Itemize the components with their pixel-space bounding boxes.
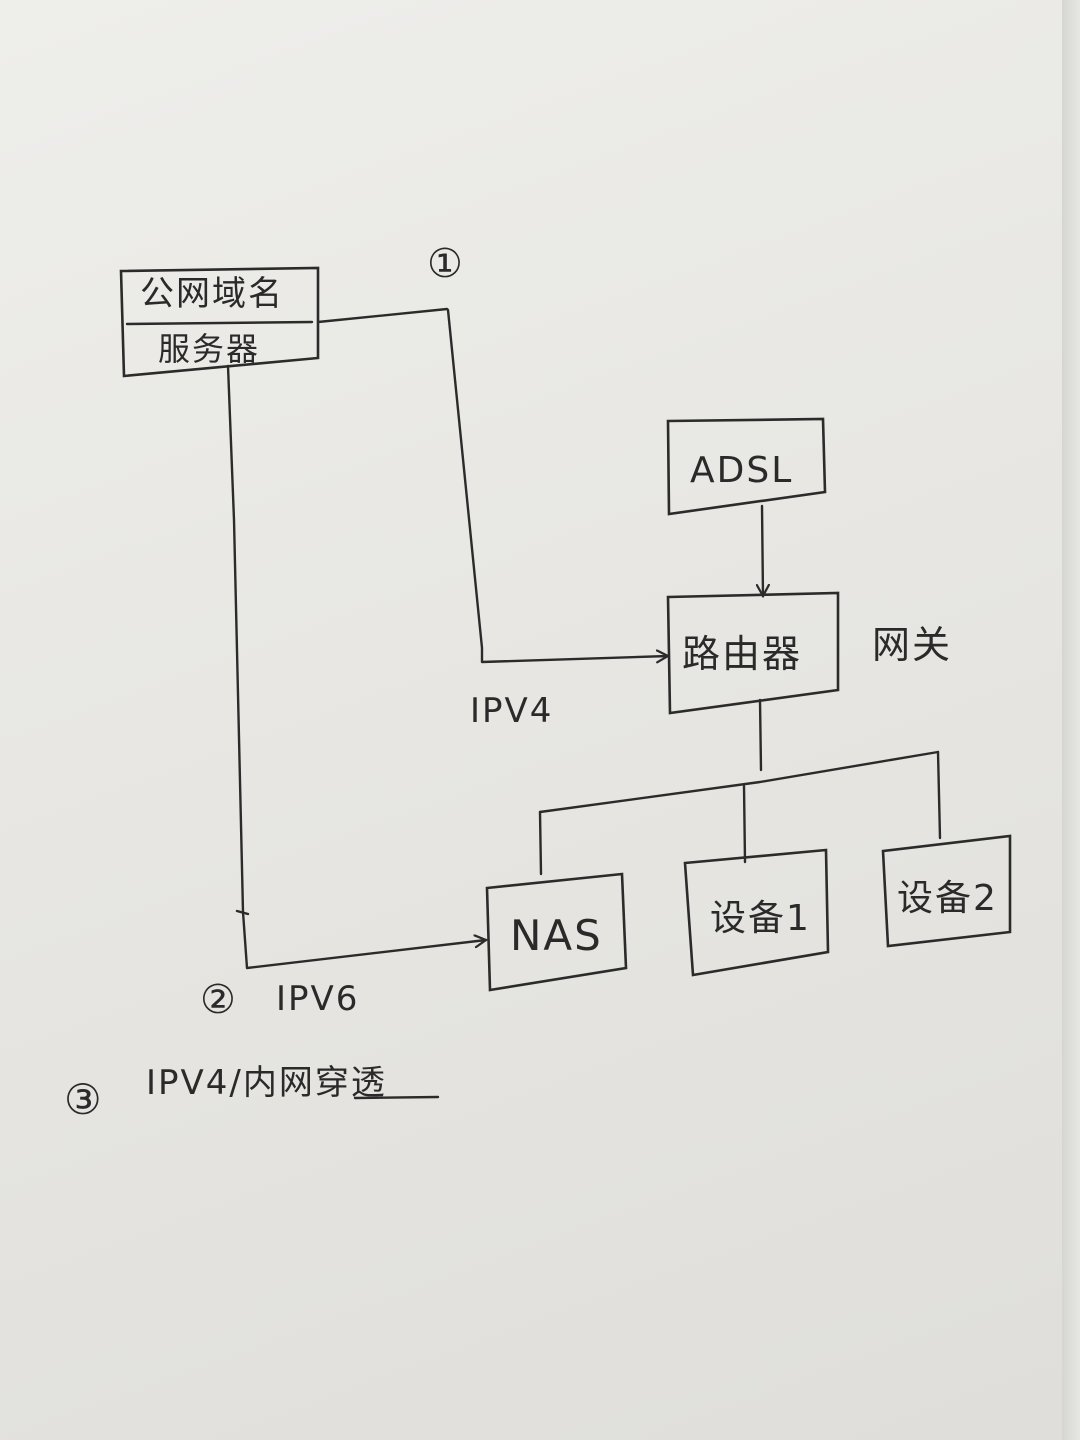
marker-1: ① [427, 241, 465, 287]
device1-label: 设备1 [710, 898, 811, 939]
ipv4-path-label: IPV4 [470, 691, 553, 731]
ipv6-legend-label: IPV6 [276, 979, 359, 1019]
marker-2-label: ② [200, 977, 238, 1023]
marker-1-label: ① [427, 241, 465, 287]
router-label: 路由器 [682, 632, 802, 676]
lan-bus [538, 698, 942, 876]
server-label-line2: 服务器 [158, 330, 260, 368]
paper-edge [1062, 0, 1080, 1440]
legend: ② IPV6 ③ IPV4/内网穿透 [64, 977, 440, 1124]
ipv4-connection-line [316, 307, 668, 662]
adsl-to-router-arrow [762, 504, 763, 596]
adsl-label: ADSL [690, 450, 793, 491]
device2-label: 设备2 [897, 878, 998, 919]
device1-box: 设备1 [683, 848, 830, 977]
gateway-label: 网关 [872, 623, 952, 667]
ipv6-connection-line [226, 364, 486, 970]
nas-box: NAS [485, 872, 628, 992]
ipv4-tunnel-underline [353, 1095, 440, 1100]
adsl-box: ADSL [666, 417, 827, 516]
ipv6-line-tick [235, 909, 250, 916]
server-label-line1: 公网域名 [140, 274, 284, 314]
router-box: 路由器 [666, 591, 840, 715]
ipv4-tunnel-label: IPV4/内网穿透 [146, 1063, 387, 1103]
marker-3-label: ③ [64, 1075, 104, 1124]
server-box: 公网域名 服务器 [119, 266, 320, 378]
device2-box: 设备2 [881, 834, 1012, 948]
nas-label: NAS [510, 911, 603, 960]
